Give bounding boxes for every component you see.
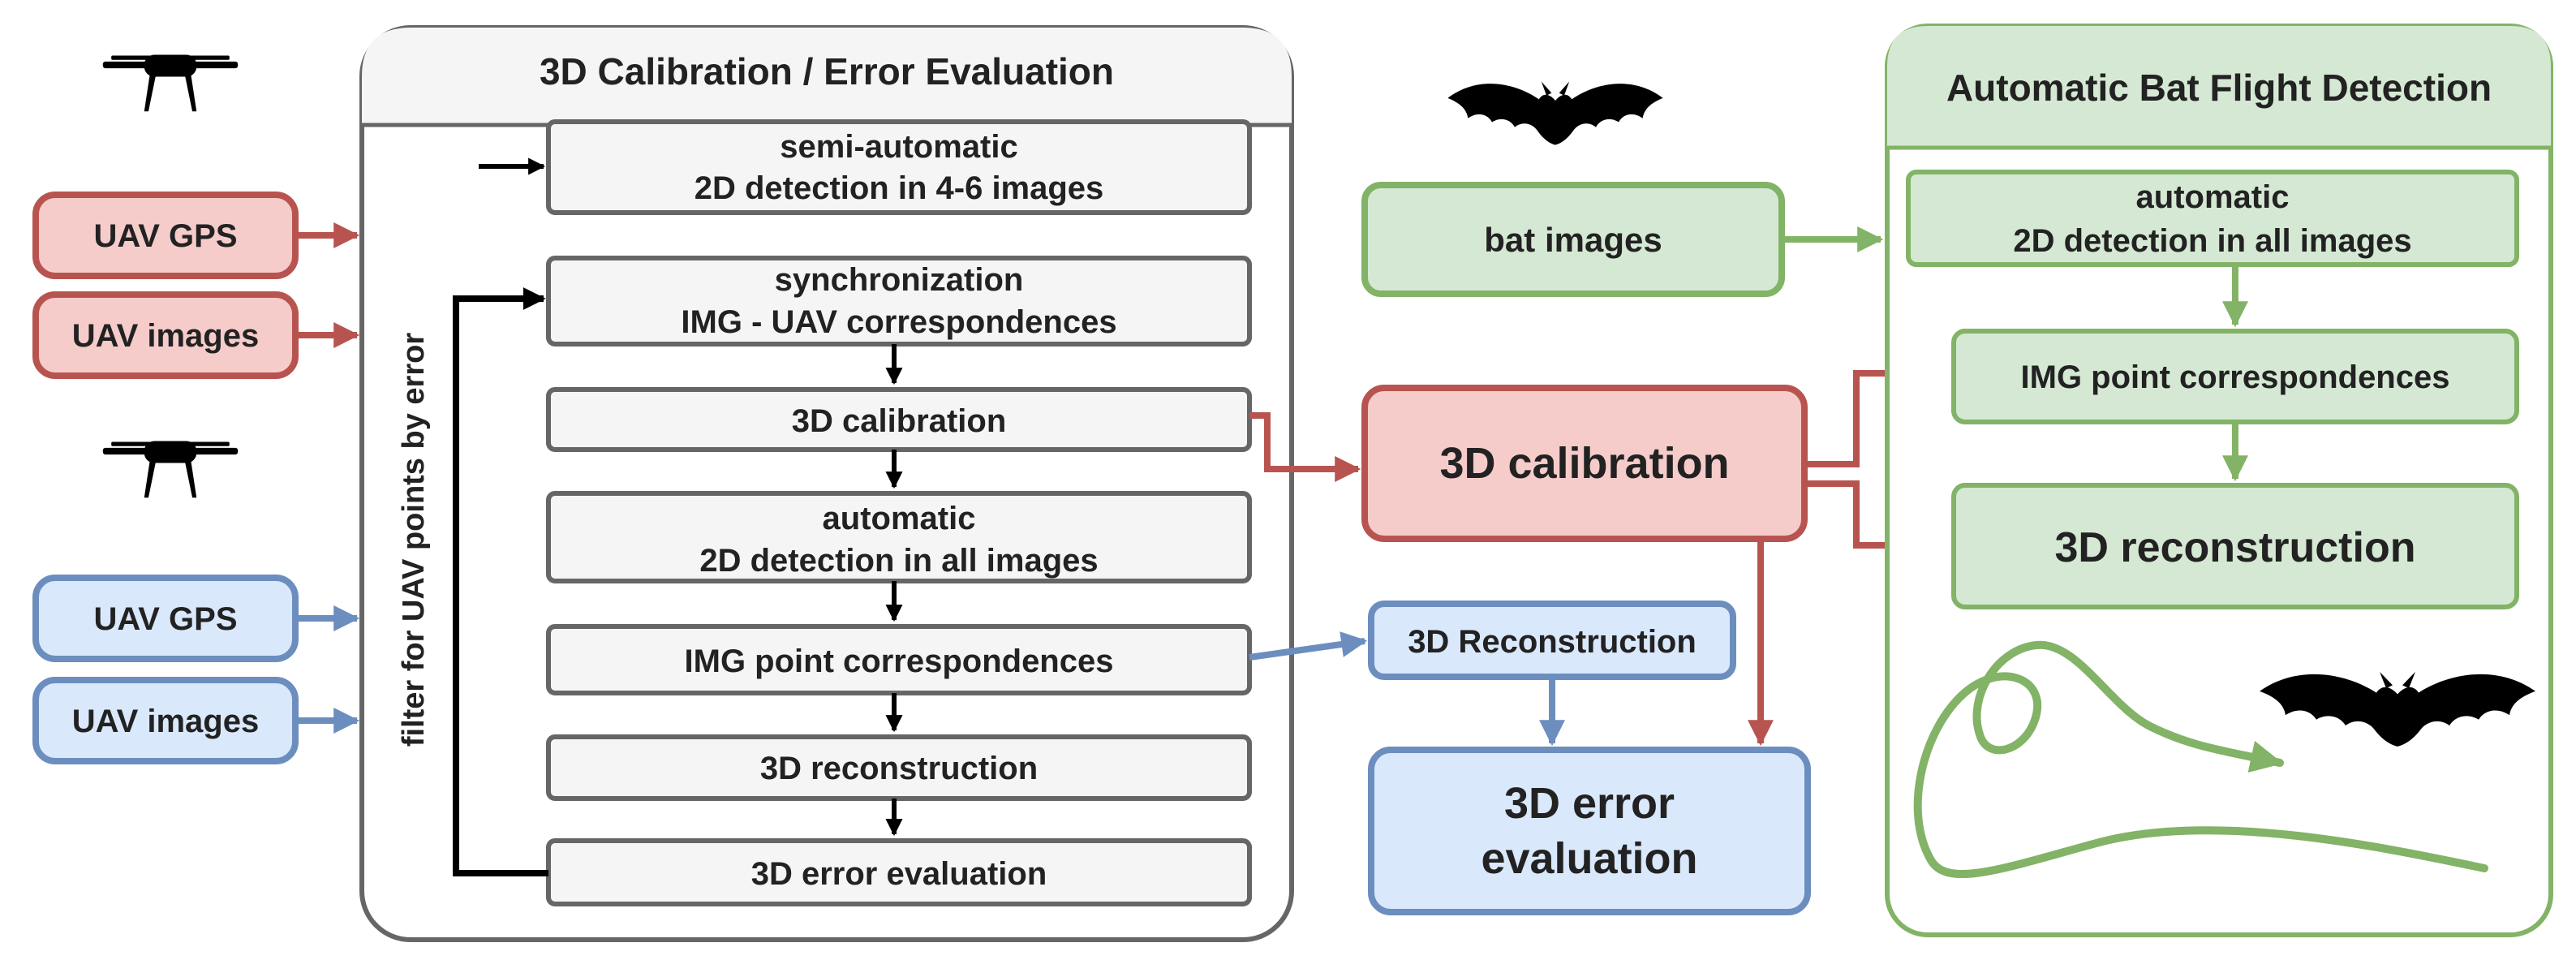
svg-text:3D reconstruction: 3D reconstruction bbox=[2055, 524, 2416, 571]
bat-images-box: bat images bbox=[1361, 182, 1785, 297]
red-uav-gps-label: UAV GPS bbox=[93, 218, 237, 254]
step-3d-reconstruction: 3D reconstruction bbox=[546, 734, 1252, 801]
filter-label: filter for UAV points by error bbox=[397, 333, 431, 747]
arrow-correspondences-to-reconstruction bbox=[1249, 631, 1368, 661]
red-uav-images-label: UAV images bbox=[72, 318, 259, 354]
svg-text:2D detection in all images: 2D detection in all images bbox=[2013, 223, 2411, 259]
red-uav-gps-box: UAV GPS bbox=[32, 192, 299, 279]
svg-text:IMG point correspondences: IMG point correspondences bbox=[685, 644, 1114, 679]
svg-text:3D reconstruction: 3D reconstruction bbox=[760, 751, 1038, 786]
blue-uav-gps-box: UAV GPS bbox=[32, 575, 299, 662]
bat-images-label: bat images bbox=[1484, 221, 1662, 259]
calibration-panel-title: 3D Calibration / Error Evaluation bbox=[540, 50, 1114, 93]
blue-uav-images-label: UAV images bbox=[72, 704, 259, 739]
error-evaluation-label-2: evaluation bbox=[1481, 834, 1697, 883]
step-automatic-detection: automatic 2D detection in all images bbox=[546, 491, 1252, 583]
middle-3d-calibration-box: 3D calibration bbox=[1361, 385, 1808, 542]
right-detection-box: automatic 2D detection in all images bbox=[1906, 170, 2519, 267]
svg-text:IMG point correspondences: IMG point correspondences bbox=[2021, 359, 2450, 395]
svg-text:3D error evaluation: 3D error evaluation bbox=[751, 856, 1047, 892]
calibration-panel: 3D Calibration / Error Evaluation bbox=[359, 25, 1294, 942]
error-evaluation-label-1: 3D error bbox=[1504, 779, 1675, 828]
step-semi-automatic-detection: semi-automatic 2D detection in 4-6 image… bbox=[546, 119, 1252, 215]
svg-text:synchronization: synchronization bbox=[775, 262, 1024, 298]
inner-flow-arrows bbox=[453, 157, 903, 876]
svg-text:3D calibration: 3D calibration bbox=[792, 403, 1007, 439]
svg-text:automatic: automatic bbox=[823, 501, 976, 536]
flight-trajectory-icon bbox=[1913, 640, 2488, 878]
step-img-point-correspondences: IMG point correspondences bbox=[546, 624, 1252, 695]
right-correspondences-box: IMG point correspondences bbox=[1951, 329, 2519, 424]
blue-uav-gps-label: UAV GPS bbox=[93, 601, 237, 637]
svg-text:automatic: automatic bbox=[2136, 179, 2290, 215]
middle-3d-calibration-label: 3D calibration bbox=[1439, 439, 1729, 488]
middle-3d-reconstruction-box: 3D Reconstruction bbox=[1368, 601, 1736, 680]
error-evaluation-box: 3D error evaluation bbox=[1368, 747, 1811, 915]
drone-icon-bottom bbox=[102, 441, 239, 498]
drone-icon-top bbox=[102, 54, 239, 112]
step-3d-error-evaluation: 3D error evaluation bbox=[546, 838, 1252, 906]
right-reconstruction-box: 3D reconstruction bbox=[1951, 483, 2519, 609]
middle-3d-reconstruction-label: 3D Reconstruction bbox=[1408, 624, 1697, 660]
svg-text:IMG - UAV correspondences: IMG - UAV correspondences bbox=[681, 304, 1116, 340]
bat-flight-panel: Automatic Bat Flight Detection bbox=[1885, 24, 2553, 937]
arrow-calib-to-3d-calibration bbox=[1249, 412, 1361, 482]
step-3d-calibration: 3D calibration bbox=[546, 387, 1252, 452]
step-synchronization: synchronization IMG - UAV correspondence… bbox=[546, 256, 1252, 347]
red-uav-images-box: UAV images bbox=[32, 291, 299, 379]
bat-silhouette-icon-top bbox=[1447, 81, 1663, 145]
bat-flight-panel-title: Automatic Bat Flight Detection bbox=[1946, 67, 2492, 109]
blue-uav-images-box: UAV images bbox=[32, 677, 299, 764]
svg-text:2D detection in all images: 2D detection in all images bbox=[699, 543, 1098, 579]
svg-text:semi-automatic: semi-automatic bbox=[780, 129, 1017, 165]
svg-text:2D detection in 4-6 images: 2D detection in 4-6 images bbox=[695, 170, 1104, 206]
